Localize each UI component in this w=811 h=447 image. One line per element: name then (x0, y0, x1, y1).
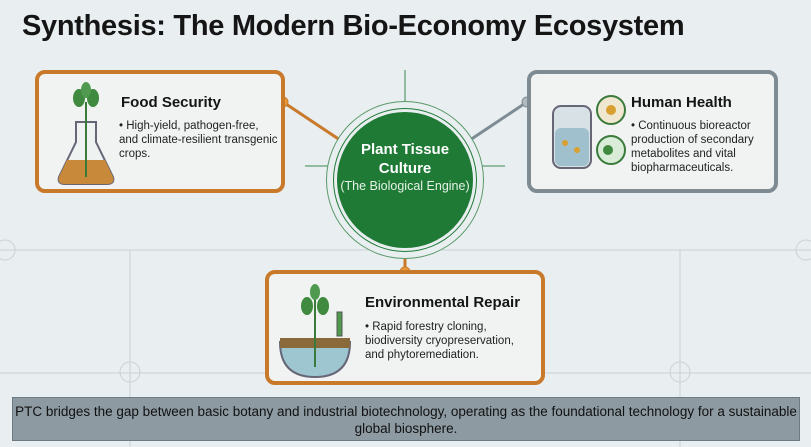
hub-subtitle: (The Biological Engine) (340, 179, 470, 193)
card-human-health: Human Health • Continuous bioreactor pro… (527, 70, 778, 193)
hub-title: Plant Tissue Culture (360, 141, 450, 177)
card-title: Environmental Repair (365, 294, 521, 311)
bioreactor-icon (552, 95, 626, 169)
card-text: • Continuous bioreactor production of se… (631, 120, 754, 174)
card-title: Food Security (121, 94, 222, 111)
footer-summary: PTC bridges the gap between basic botany… (12, 397, 800, 441)
card-text: • Rapid forestry cloning, biodiversity c… (365, 321, 514, 361)
flask-plant-icon (57, 82, 115, 185)
card-food-security: Food Security • High-yield, pathogen-fre… (35, 70, 285, 193)
card-text: • High-yield, pathogen-free, and climate… (119, 120, 278, 160)
central-hub: Plant Tissue Culture (The Biological Eng… (337, 112, 473, 248)
page-title: Synthesis: The Modern Bio-Economy Ecosys… (22, 10, 685, 42)
card-environmental-repair: Environmental Repair • Rapid forestry cl… (265, 270, 545, 385)
card-title: Human Health (631, 94, 732, 111)
soil-plant-icon (278, 284, 352, 379)
